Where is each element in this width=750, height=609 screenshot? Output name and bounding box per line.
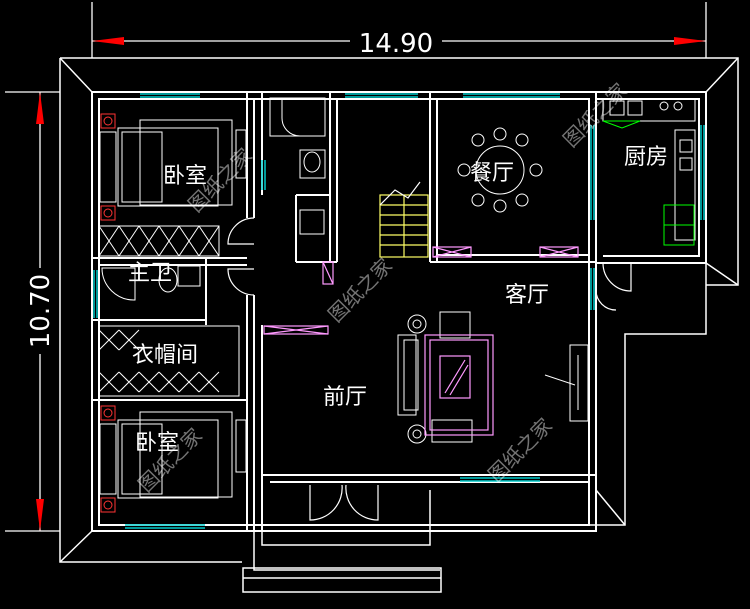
nightstand-lower — [100, 405, 116, 513]
room-label-dining: 餐厅 — [470, 161, 514, 186]
dimension-lines — [5, 2, 707, 532]
door-openings — [263, 246, 579, 335]
bath-fixtures — [101, 97, 326, 301]
closet-upper — [98, 129, 247, 257]
bed-upper — [99, 119, 233, 207]
kitchen-appliances — [602, 120, 695, 246]
height-dimension-label: 10.70 — [26, 274, 56, 348]
wardrobe-fixtures — [98, 325, 240, 397]
sofa-set — [397, 311, 473, 444]
room-label-bedroom-lower: 卧室 — [135, 431, 179, 456]
room-label-kitchen: 厨房 — [624, 145, 668, 170]
walls — [91, 91, 707, 532]
room-label-front-hall: 前厅 — [323, 385, 367, 410]
dimension-arrows — [36, 37, 706, 531]
windows — [93, 93, 705, 529]
dining-table — [457, 127, 543, 213]
room-label-bedroom-upper: 卧室 — [163, 164, 207, 189]
stair-arrow — [379, 181, 421, 206]
kitchen-counter — [602, 98, 696, 241]
nightstand-upper — [100, 113, 116, 221]
width-label-bg — [350, 28, 442, 56]
watermark: 图纸之家 — [323, 253, 397, 327]
room-label-wardrobe: 衣帽间 — [132, 343, 198, 368]
tv-unit — [544, 344, 589, 422]
height-label-bg — [26, 268, 54, 354]
coffee-table — [424, 334, 494, 436]
room-label-living: 客厅 — [505, 283, 549, 308]
width-dimension-label: 14.90 — [359, 29, 433, 59]
stairs — [379, 194, 429, 258]
doors — [227, 217, 632, 521]
room-label-master-bath: 主卫 — [128, 261, 172, 286]
front-steps — [242, 490, 442, 593]
bed-lower — [99, 411, 247, 499]
